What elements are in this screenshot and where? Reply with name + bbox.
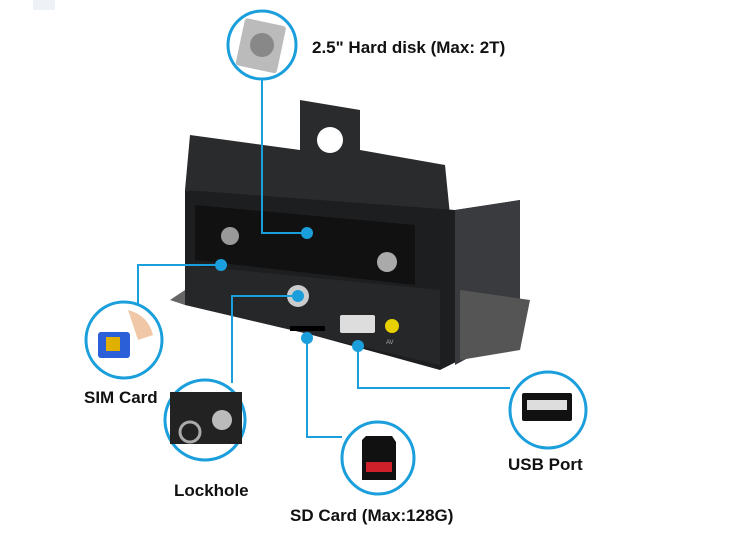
av-label: AV [386, 340, 394, 346]
sim-card-label: SIM Card [84, 388, 158, 407]
callout-dots [215, 227, 364, 352]
callout-lines [137, 78, 510, 438]
sim-card-icon [98, 310, 153, 358]
lockhole-label: Lockhole [174, 481, 249, 500]
sd-card-icon [362, 436, 396, 480]
usb-port-label: USB Port [508, 455, 583, 474]
usb-port-icon [522, 393, 572, 421]
hard-disk-icon [235, 18, 286, 74]
hard-disk-label: 2.5" Hard disk (Max: 2T) [312, 38, 506, 57]
dvr-body [170, 190, 530, 370]
sd-card-label: SD Card (Max:128G) [290, 506, 454, 525]
mount-bracket [185, 100, 450, 215]
lock-key-icon [170, 392, 242, 444]
usb-icon-text: USB [538, 432, 553, 439]
